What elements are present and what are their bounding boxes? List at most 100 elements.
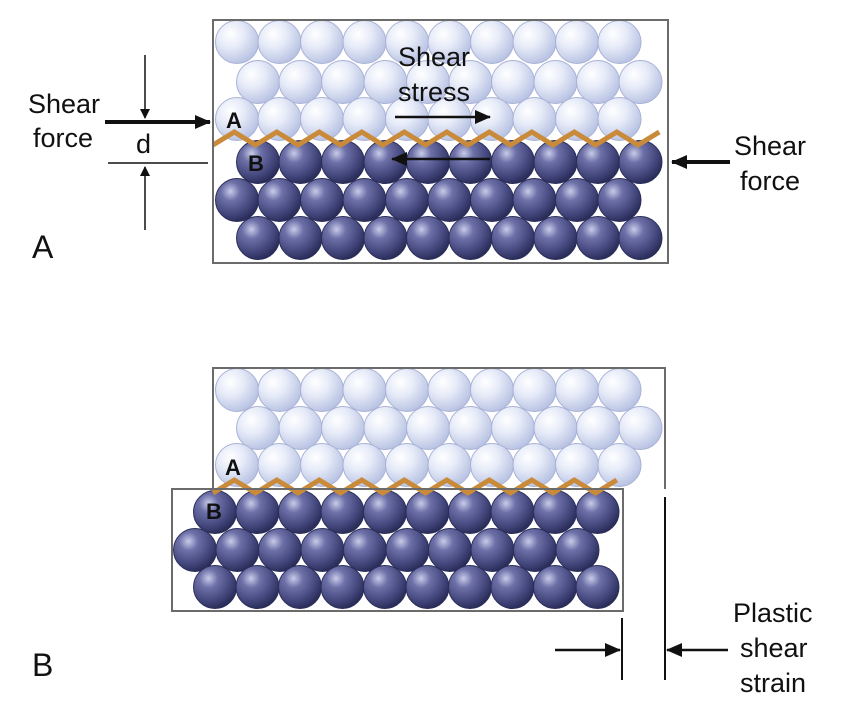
dark-atom xyxy=(406,216,450,260)
dark-atom xyxy=(385,528,430,572)
panel-a-label: A xyxy=(32,229,54,265)
light-atom xyxy=(278,406,323,450)
plastic-shear-strain-line1: Plastic xyxy=(733,598,813,628)
light-atom xyxy=(618,60,663,104)
dark-atom xyxy=(215,178,259,222)
shear-force-left-line2: force xyxy=(33,123,93,153)
dark-atom xyxy=(512,178,557,222)
dark-atom xyxy=(533,140,578,184)
dark-atom xyxy=(555,528,600,572)
plastic-shear-strain-line3: strain xyxy=(740,668,806,698)
dark-atom xyxy=(236,216,280,260)
dark-atom xyxy=(343,528,387,572)
light-atom xyxy=(215,368,259,412)
dark-atom xyxy=(363,216,408,260)
panel-a-light-atoms xyxy=(215,20,663,141)
dark-atom xyxy=(490,565,535,609)
dark-atom xyxy=(533,490,577,534)
light-atom xyxy=(555,20,599,64)
light-atom xyxy=(618,406,663,450)
light-atom xyxy=(597,20,642,64)
light-atom xyxy=(300,368,344,412)
dark-atom xyxy=(448,490,492,534)
panel-a-atom-b-label: B xyxy=(248,151,264,176)
shear-force-right-line2: force xyxy=(740,166,800,196)
plastic-shear-strain-line2: shear xyxy=(740,633,808,663)
light-atom xyxy=(576,406,620,450)
light-atom xyxy=(385,368,429,412)
dark-atom xyxy=(491,216,535,260)
distance-label: d xyxy=(136,129,151,159)
panel-a: A Shear force d Shear stress A B Shear f… xyxy=(28,19,806,265)
dark-atom xyxy=(405,565,450,609)
panel-b-top-frame xyxy=(212,367,666,489)
dark-atom xyxy=(576,140,620,184)
light-atom xyxy=(236,60,280,104)
light-atom xyxy=(597,97,642,141)
panel-a-atom-a-label: A xyxy=(226,108,242,133)
dark-atom xyxy=(235,565,280,609)
dark-atom xyxy=(470,528,515,572)
dark-atom xyxy=(193,565,237,609)
light-atom xyxy=(215,20,259,64)
dark-atom xyxy=(575,490,620,534)
dark-atom xyxy=(618,216,663,260)
dark-atom xyxy=(533,216,578,260)
light-atom xyxy=(533,60,578,104)
light-atom xyxy=(278,60,323,104)
dark-atom xyxy=(490,490,535,534)
dark-atom xyxy=(513,528,557,572)
dark-atom xyxy=(491,140,535,184)
dark-atom xyxy=(278,216,323,260)
dark-atom xyxy=(278,565,322,609)
dark-atom xyxy=(300,178,344,222)
light-atom xyxy=(300,20,344,64)
dark-atom xyxy=(173,528,217,572)
dark-atom xyxy=(278,490,322,534)
dark-atom xyxy=(320,490,365,534)
light-atom xyxy=(406,406,450,450)
panel-b-slip-plane xyxy=(211,477,619,496)
dark-atom xyxy=(385,178,429,222)
dark-atom xyxy=(576,216,620,260)
light-atom xyxy=(342,368,387,412)
light-atom xyxy=(576,60,620,104)
dark-atom xyxy=(300,528,345,572)
dark-atom xyxy=(363,490,407,534)
dark-atom xyxy=(258,528,302,572)
dark-atom xyxy=(321,216,365,260)
light-atom xyxy=(512,20,557,64)
dark-atom xyxy=(448,140,493,184)
light-atom xyxy=(470,368,514,412)
panel-a-frame xyxy=(212,19,669,264)
dark-atom xyxy=(342,178,387,222)
light-atom xyxy=(470,20,514,64)
dark-atom xyxy=(427,178,472,222)
light-atom xyxy=(533,406,578,450)
panel-b-light-atoms xyxy=(215,368,663,487)
panel-b-atom-b-label: B xyxy=(206,499,222,524)
dark-atom xyxy=(321,140,365,184)
panel-b-atom-a-label: A xyxy=(225,455,241,480)
panel-b-label: B xyxy=(32,647,53,683)
panel-a-slip-plane xyxy=(211,129,661,148)
dark-atom xyxy=(235,490,280,534)
dark-atom xyxy=(618,140,663,184)
dark-atom xyxy=(406,140,450,184)
light-atom xyxy=(597,368,642,412)
shear-stress-line2: stress xyxy=(398,77,470,107)
dark-atom xyxy=(278,140,323,184)
light-atom xyxy=(363,406,408,450)
dark-atom xyxy=(448,565,492,609)
dark-atom xyxy=(533,565,577,609)
light-atom xyxy=(321,406,365,450)
dark-atom xyxy=(470,178,514,222)
light-atom xyxy=(512,368,557,412)
light-atom xyxy=(597,443,642,487)
shear-stress-line1: Shear xyxy=(398,42,470,72)
light-atom xyxy=(427,368,472,412)
dark-atom xyxy=(320,565,365,609)
dark-atom xyxy=(363,565,407,609)
dark-atom xyxy=(597,178,642,222)
